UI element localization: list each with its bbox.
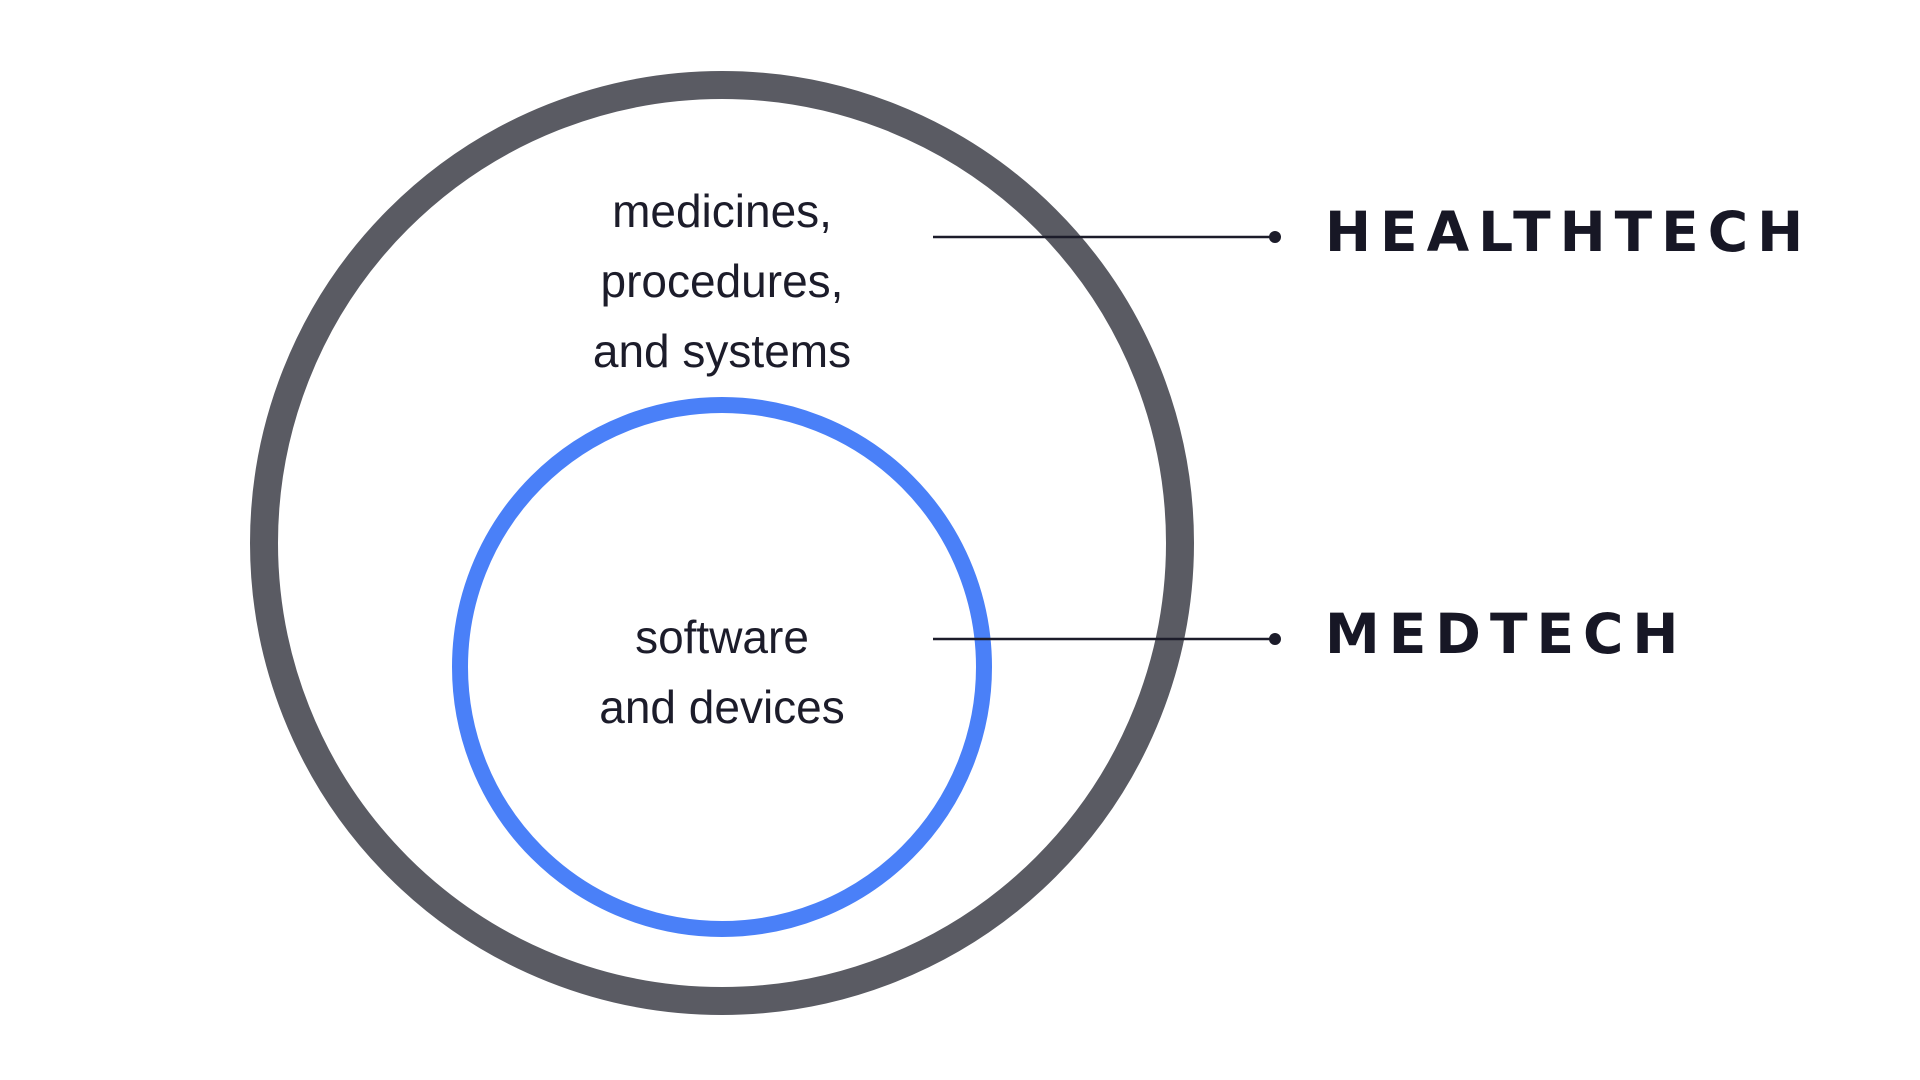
medtech-description-line-1: software — [635, 611, 809, 663]
healthtech-label: HEALTHTECH — [1325, 200, 1813, 264]
healthtech-description-line-1: medicines, — [612, 185, 832, 237]
medtech-connector-dot — [1269, 633, 1281, 645]
medtech-inner-circle — [452, 397, 992, 937]
healthtech-description-line-2: procedures, — [600, 255, 844, 307]
medtech-label: MEDTECH — [1325, 602, 1688, 666]
medtech-description: software and devices — [472, 602, 972, 742]
healthtech-connector-dot — [1269, 231, 1281, 243]
healthtech-description: medicines, procedures, and systems — [472, 176, 972, 386]
healthtech-description-line-3: and systems — [592, 325, 852, 377]
medtech-description-line-2: and devices — [599, 681, 845, 733]
healthtech-outer-circle — [250, 71, 1194, 1015]
